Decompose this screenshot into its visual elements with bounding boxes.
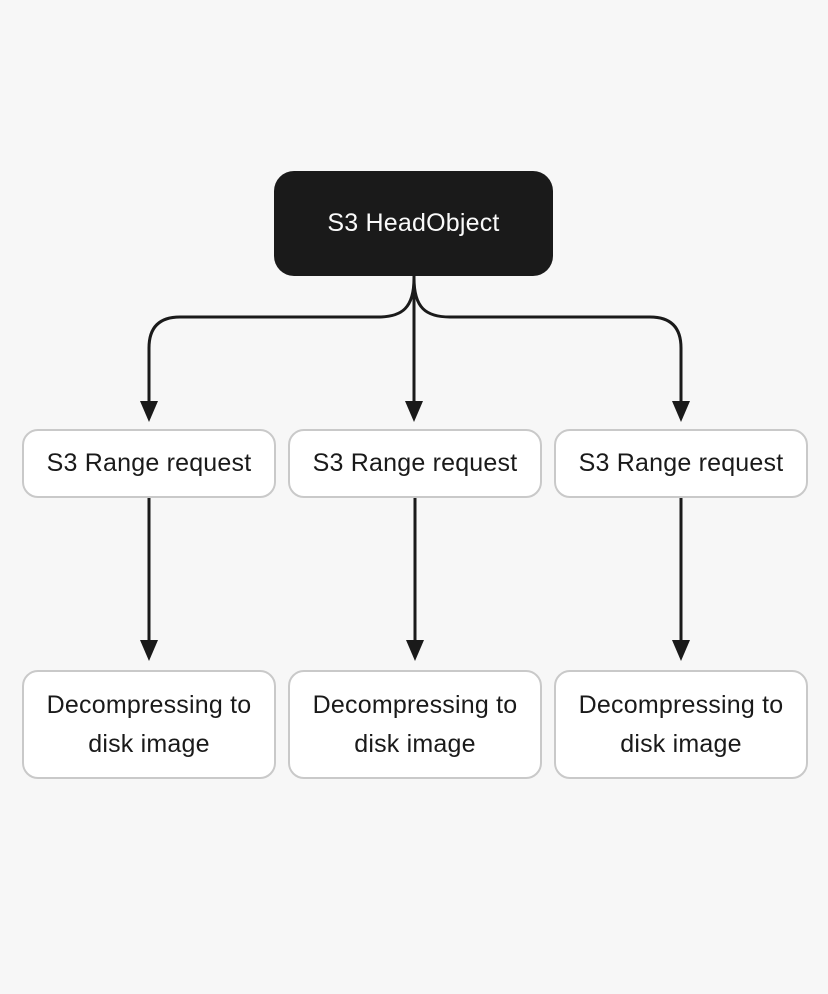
node-label: S3 Range request (46, 449, 252, 477)
node-decompress-3: Decompressing to disk image (554, 670, 808, 779)
node-decompress-1: Decompressing to disk image (22, 670, 276, 779)
node-label: S3 HeadObject (327, 209, 500, 237)
node-s3-range-request-2: S3 Range request (288, 429, 542, 498)
node-s3-range-request-1: S3 Range request (22, 429, 276, 498)
arrowhead-icon (672, 401, 690, 422)
arrowhead-icon (140, 401, 158, 422)
edge-root-to-range-1 (147, 277, 416, 402)
node-label: Decompressing to disk image (578, 690, 784, 758)
node-label: Decompressing to disk image (312, 690, 518, 758)
arrowhead-icon (406, 640, 424, 661)
node-decompress-2: Decompressing to disk image (288, 670, 542, 779)
arrowhead-icon (140, 640, 158, 661)
node-label: S3 Range request (312, 449, 518, 477)
arrowhead-icon (672, 640, 690, 661)
node-s3-headobject: S3 HeadObject (274, 171, 553, 276)
edge-root-to-range-3 (412, 277, 683, 402)
node-s3-range-request-3: S3 Range request (554, 429, 808, 498)
arrowhead-icon (405, 401, 423, 422)
node-label: S3 Range request (578, 449, 784, 477)
node-label: Decompressing to disk image (46, 690, 252, 758)
